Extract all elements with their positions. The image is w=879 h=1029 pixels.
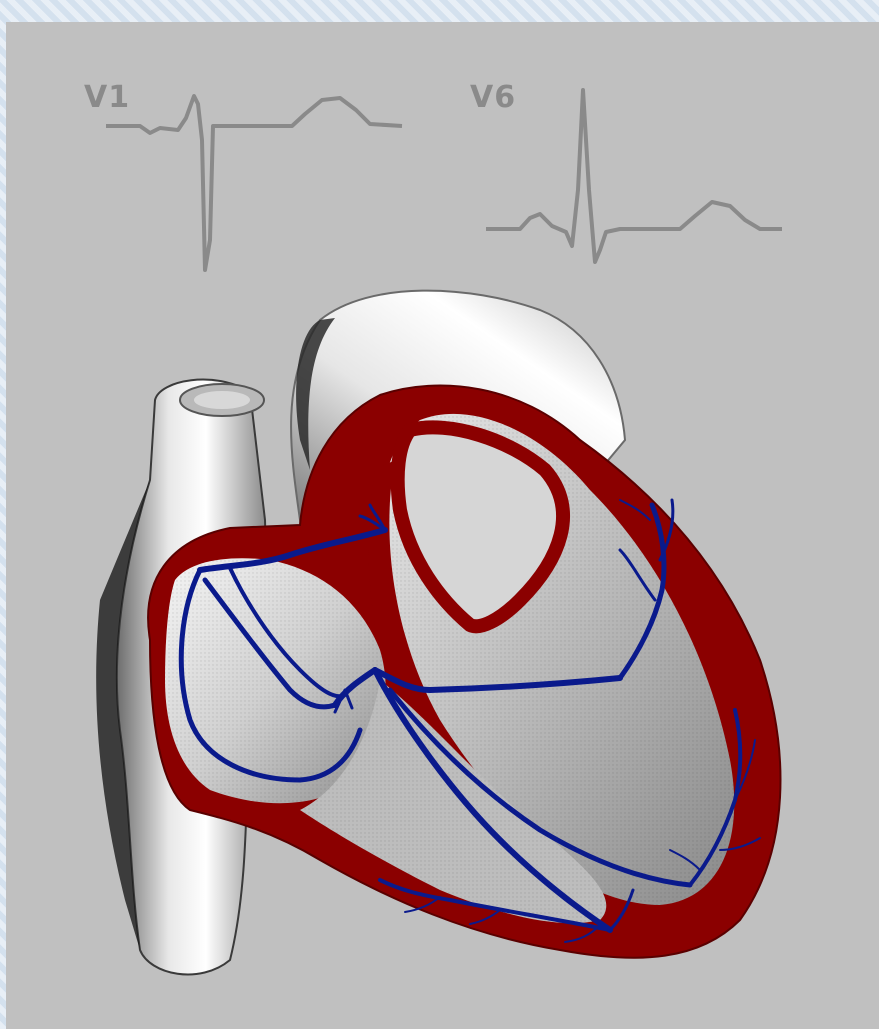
- ecg-trace-v6: [486, 90, 782, 262]
- ecg-trace-v1: [106, 96, 402, 270]
